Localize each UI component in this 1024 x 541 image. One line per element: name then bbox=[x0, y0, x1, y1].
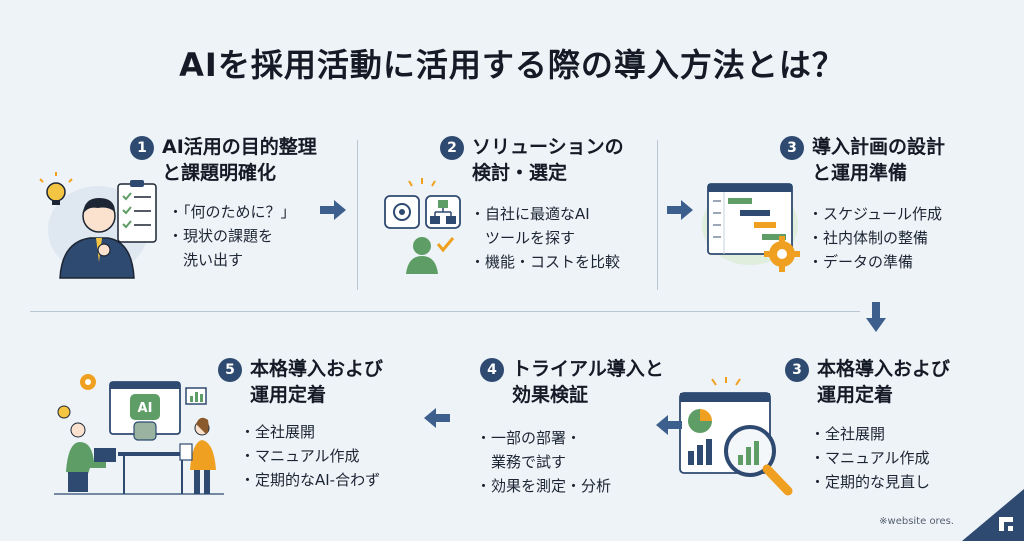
bullet-item: ・一部の部署・ bbox=[476, 429, 582, 447]
ai-office-illustration: AI bbox=[54, 374, 224, 495]
step-3: 3 導入計画の設計と運用準備 bbox=[780, 134, 945, 186]
bullet-item: ・スケジュール作成 bbox=[808, 205, 942, 223]
magnifier-icon bbox=[724, 425, 793, 496]
analytics-magnifier-illustration bbox=[679, 377, 793, 496]
step-number: 3 bbox=[785, 358, 809, 382]
arrow-left-icon bbox=[656, 415, 682, 435]
step-3-bottom: 3 本格導入および運用定着 bbox=[785, 356, 950, 408]
arrow-left-icon bbox=[424, 408, 450, 428]
step-title: 本格導入および運用定着 bbox=[250, 358, 384, 406]
bullet-item: 洗い出す bbox=[168, 251, 244, 269]
checklist-icon bbox=[117, 180, 157, 243]
arrow-right-icon bbox=[320, 200, 346, 220]
bullet-item: ・「何のために？」 bbox=[168, 203, 296, 221]
step-3-bullets: ・スケジュール作成 ・社内体制の整備 ・データの準備 bbox=[808, 202, 942, 274]
step-4-bullets: ・一部の部署・ 業務で試す ・効果を測定・分析 bbox=[476, 426, 611, 498]
tool-selection-illustration bbox=[384, 178, 461, 274]
step-number: 4 bbox=[480, 358, 504, 382]
divider bbox=[30, 311, 860, 312]
step-title: ソリューションの検討・選定 bbox=[472, 136, 624, 184]
flowchart-icon bbox=[425, 195, 461, 229]
step-5-bullets: ・全社展開 ・マニュアル作成 ・定期的なAI-合わず bbox=[240, 420, 380, 492]
step-4: 4 トライアル導入と効果検証 bbox=[480, 356, 664, 408]
lightbulb-icon bbox=[57, 405, 71, 419]
bullet-item: ・社内体制の整備 bbox=[808, 229, 929, 247]
step-3-bottom-bullets: ・全社展開 ・マニュアル作成 ・定期的な見直し bbox=[810, 422, 930, 494]
step-number: 3 bbox=[780, 136, 804, 160]
bullet-item: ・全社展開 bbox=[810, 425, 886, 443]
gear-icon bbox=[764, 236, 800, 272]
gear-icon bbox=[80, 374, 96, 390]
arrow-down-icon bbox=[866, 302, 886, 332]
ai-label: AI bbox=[138, 401, 153, 416]
step-2-bullets: ・自社に最適なAI ツールを探す ・機能・コストを比較 bbox=[470, 202, 620, 274]
arrow-right-icon bbox=[667, 200, 693, 220]
step-title: 導入計画の設計と運用準備 bbox=[812, 136, 946, 184]
lightbulb-icon bbox=[39, 172, 73, 205]
step-number: 2 bbox=[440, 136, 464, 160]
bullet-item: ・定期的な見直し bbox=[810, 473, 931, 491]
corner-triangle bbox=[962, 489, 1024, 541]
gantt-chart-illustration bbox=[702, 183, 800, 272]
ai-chat-icon bbox=[384, 195, 420, 229]
bullet-item: ・データの準備 bbox=[808, 253, 914, 271]
page-title: AIを採用活動に活用する際の導入方法とは？ bbox=[179, 46, 845, 84]
bullet-item: ・マニュアル作成 bbox=[240, 447, 360, 465]
bullet-item: ・マニュアル作成 bbox=[810, 449, 930, 467]
thinking-person-illustration bbox=[39, 172, 157, 279]
step-5: 5 本格導入および運用定着 bbox=[218, 356, 383, 408]
bullet-item: ・現状の課題を bbox=[168, 227, 274, 245]
bullet-item: ・自社に最適なAI bbox=[470, 205, 590, 223]
step-title: 本格導入および運用定着 bbox=[817, 358, 951, 406]
bullet-item: ・機能・コストを比較 bbox=[470, 253, 621, 271]
bullet-item: ツールを探す bbox=[470, 229, 576, 247]
step-1-bullets: ・「何のために？」 ・現状の課題を 洗い出す bbox=[168, 200, 296, 272]
divider bbox=[357, 140, 358, 290]
bullet-item: ・効果を測定・分析 bbox=[476, 477, 612, 495]
bullet-item: ・定期的なAI-合わず bbox=[240, 471, 381, 489]
bullet-item: ・全社展開 bbox=[240, 423, 316, 441]
footnote: ※website ores. bbox=[879, 516, 954, 527]
step-number: 5 bbox=[218, 358, 242, 382]
step-1: 1 AI活用の目的整理と課題明確化 bbox=[130, 134, 317, 186]
logo-icon bbox=[999, 517, 1013, 531]
step-title: AI活用の目的整理と課題明確化 bbox=[162, 136, 317, 184]
step-2: 2 ソリューションの検討・選定 bbox=[440, 134, 624, 186]
bullet-item: 業務で試す bbox=[476, 453, 567, 471]
divider bbox=[657, 140, 658, 290]
step-number: 1 bbox=[130, 136, 154, 160]
step-title: トライアル導入と効果検証 bbox=[512, 358, 664, 406]
